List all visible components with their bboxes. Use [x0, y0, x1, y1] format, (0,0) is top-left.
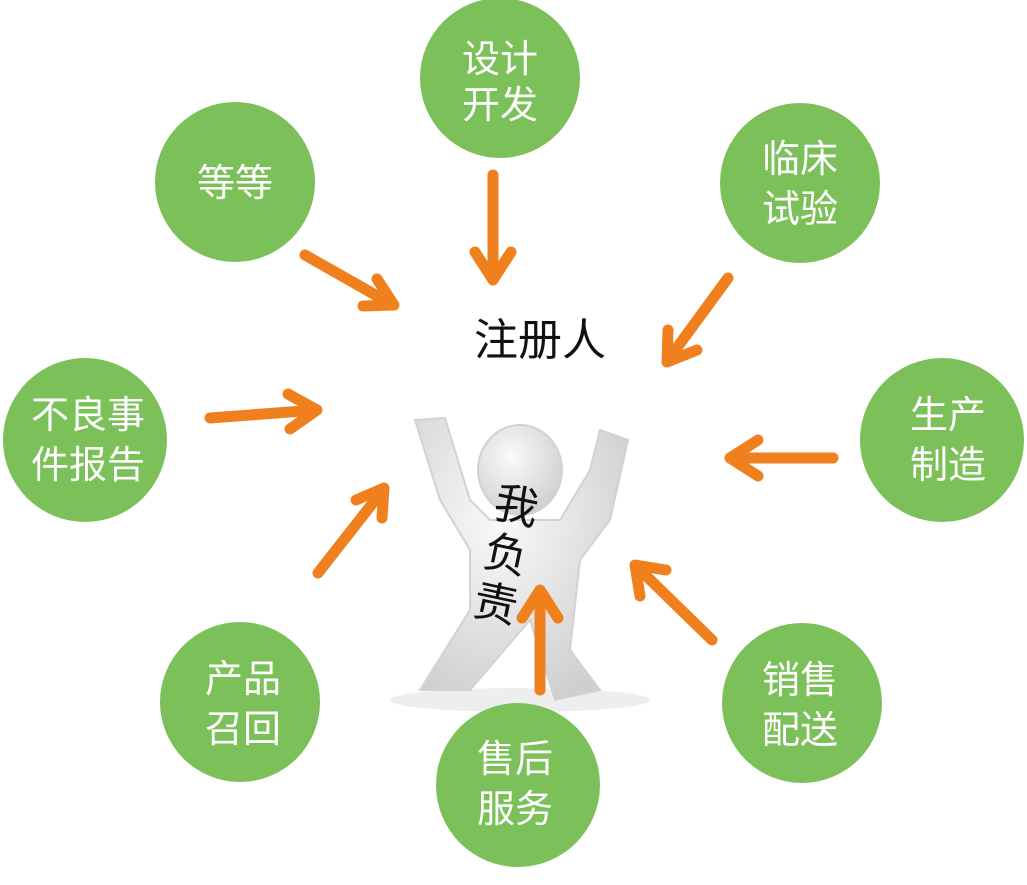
arrow-sales: [629, 559, 718, 646]
node-etc: 等等: [155, 102, 315, 262]
arrow-recall: [312, 482, 390, 579]
node-label: 等等: [197, 161, 273, 205]
node-label: 件报告: [31, 443, 145, 487]
node-label: 召回: [205, 707, 281, 751]
figure-text-2: 负: [479, 526, 533, 585]
node-label: 设计: [462, 37, 538, 81]
node-label: 开发: [462, 83, 538, 127]
node-label: 制造: [910, 443, 986, 487]
arrow-clinical: [661, 272, 734, 368]
center-label: 注册人: [474, 315, 606, 366]
node-label: 产品: [205, 657, 281, 701]
node-label: 不良事: [31, 393, 145, 437]
arrow-production: [724, 434, 839, 482]
node-label: 销售: [762, 658, 838, 702]
node-label: 生产: [910, 393, 986, 437]
node-label: 配送: [762, 708, 838, 752]
arrow-adverse-event: [204, 388, 323, 435]
node-label: 试验: [762, 187, 838, 231]
arrow-design: [469, 169, 517, 286]
node-label: 服务: [477, 787, 553, 831]
arrow-etc: [299, 249, 400, 312]
person-figure: 我 负 责: [390, 416, 650, 712]
figure-text-3: 责: [469, 575, 523, 634]
node-label: 临床: [762, 137, 838, 181]
node-label: 售后: [477, 737, 553, 781]
arrow-aftersales: [516, 584, 564, 696]
figure-text-1: 我: [490, 477, 544, 536]
